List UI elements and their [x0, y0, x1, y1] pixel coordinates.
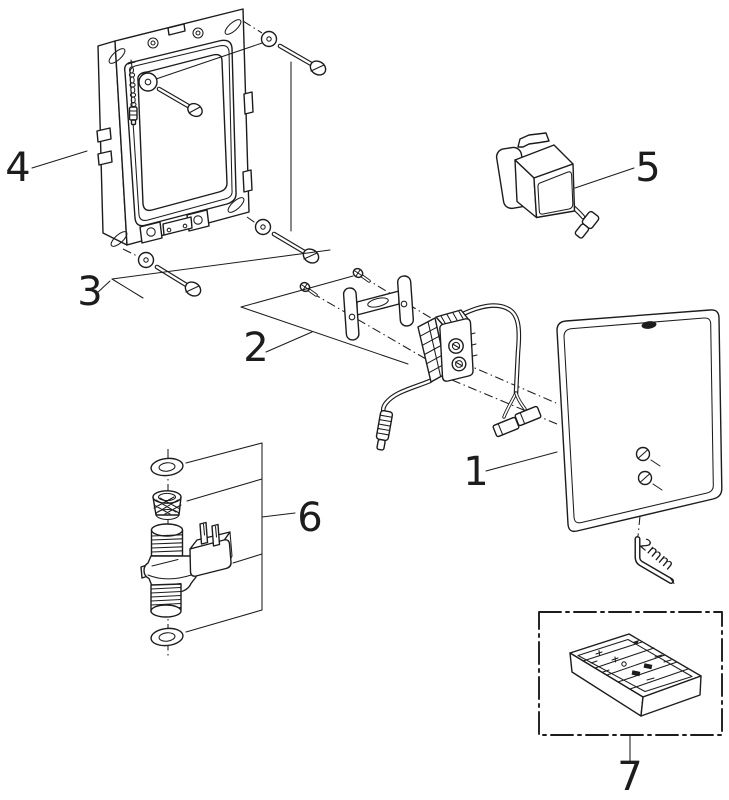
filter-strainer [152, 490, 182, 521]
threaded-outlet [150, 583, 182, 618]
threaded-inlet [150, 523, 184, 557]
cover-plate [485, 309, 723, 585]
brand-logo [641, 321, 657, 329]
screw-with-washer [254, 218, 320, 264]
screw-with-washer [137, 251, 202, 297]
remote-control [538, 611, 723, 763]
mounting-frame [96, 8, 269, 247]
leader-line-2 [240, 275, 409, 365]
allen-key [634, 515, 675, 585]
part-label-1: 1 [463, 449, 489, 495]
frame-notch [96, 127, 112, 143]
spade-connector [514, 405, 542, 427]
small-screw [352, 267, 371, 283]
module-body [435, 309, 478, 382]
solenoid-valve [140, 442, 296, 658]
frame-inner-washer-screw [138, 40, 269, 118]
part-label-6: 6 [297, 495, 323, 541]
transformer-plug [574, 210, 600, 239]
frame-chain [127, 59, 138, 126]
frame-slot [224, 19, 242, 35]
traverse-bracket [342, 275, 415, 341]
gasket [150, 627, 184, 647]
part-label-2: 2 [243, 325, 269, 371]
control-electronics [375, 303, 558, 451]
fixing-traverse [240, 267, 437, 365]
plate-screw [635, 446, 661, 467]
frame-tab [242, 169, 253, 193]
spade-connector [492, 416, 520, 438]
part-label-7: 7 [617, 754, 643, 800]
leader-line-4 [31, 150, 88, 169]
solenoid-coil [189, 521, 233, 577]
leader-line-5 [574, 167, 635, 189]
frame-tab [243, 91, 254, 115]
mounting-screws [96, 20, 331, 299]
gasket [150, 457, 184, 477]
transformer [495, 132, 635, 239]
leader-line-1 [485, 451, 558, 472]
part-label-5: 5 [635, 145, 661, 191]
frame-slot [108, 48, 126, 64]
screw-with-washer [260, 30, 327, 76]
part-label-3: 3 [77, 269, 103, 315]
small-screw [299, 281, 318, 297]
remote-buttons [590, 640, 672, 681]
part-label-4: 4 [5, 145, 31, 191]
frame-notch [97, 150, 113, 166]
leader-line-6 [185, 442, 296, 633]
frame-notch [167, 23, 186, 36]
transformer-clip [517, 132, 550, 148]
leader-line-3 [96, 249, 331, 299]
frame-slot [110, 231, 128, 247]
sensor-connector [375, 409, 394, 451]
plate-screw [637, 470, 663, 491]
frame-slot [227, 197, 245, 213]
